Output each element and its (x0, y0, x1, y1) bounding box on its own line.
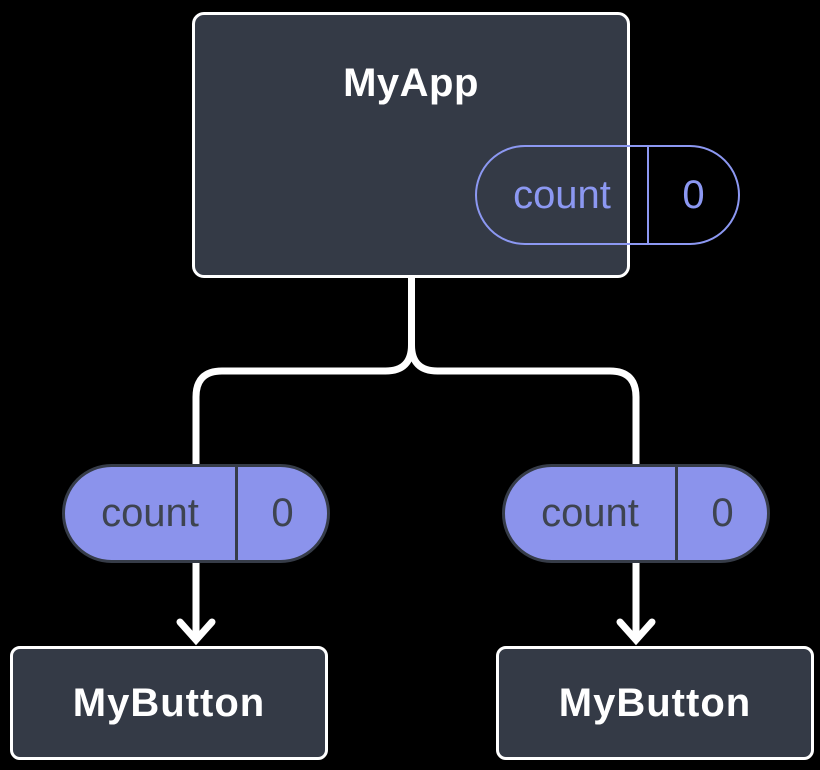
right-prop-pill-name: count (505, 467, 678, 560)
right-prop-pill-value: 0 (711, 491, 734, 535)
myapp-node: MyApp count 0 (192, 12, 740, 278)
root-state-pill-name: count (477, 147, 649, 243)
arrow-down-icon (176, 618, 216, 646)
left-mybutton-node-title: MyButton (72, 680, 266, 725)
left-mybutton-node: MyButton (10, 646, 328, 760)
left-prop-pill-value: 0 (271, 491, 294, 535)
right-mybutton-node-title: MyButton (558, 680, 752, 725)
arrow-down-icon (616, 618, 656, 646)
right-mybutton-node: MyButton (496, 646, 814, 760)
right-prop-pill: count 0 (502, 464, 770, 563)
root-state-pill-value: 0 (682, 172, 705, 217)
connector-right-branch (408, 274, 640, 640)
myapp-node-title: MyApp (343, 61, 479, 105)
connector-left-branch (192, 274, 415, 640)
left-prop-pill: count 0 (62, 464, 330, 563)
root-state-pill: count 0 (475, 145, 740, 245)
left-prop-pill-name: count (65, 467, 238, 560)
